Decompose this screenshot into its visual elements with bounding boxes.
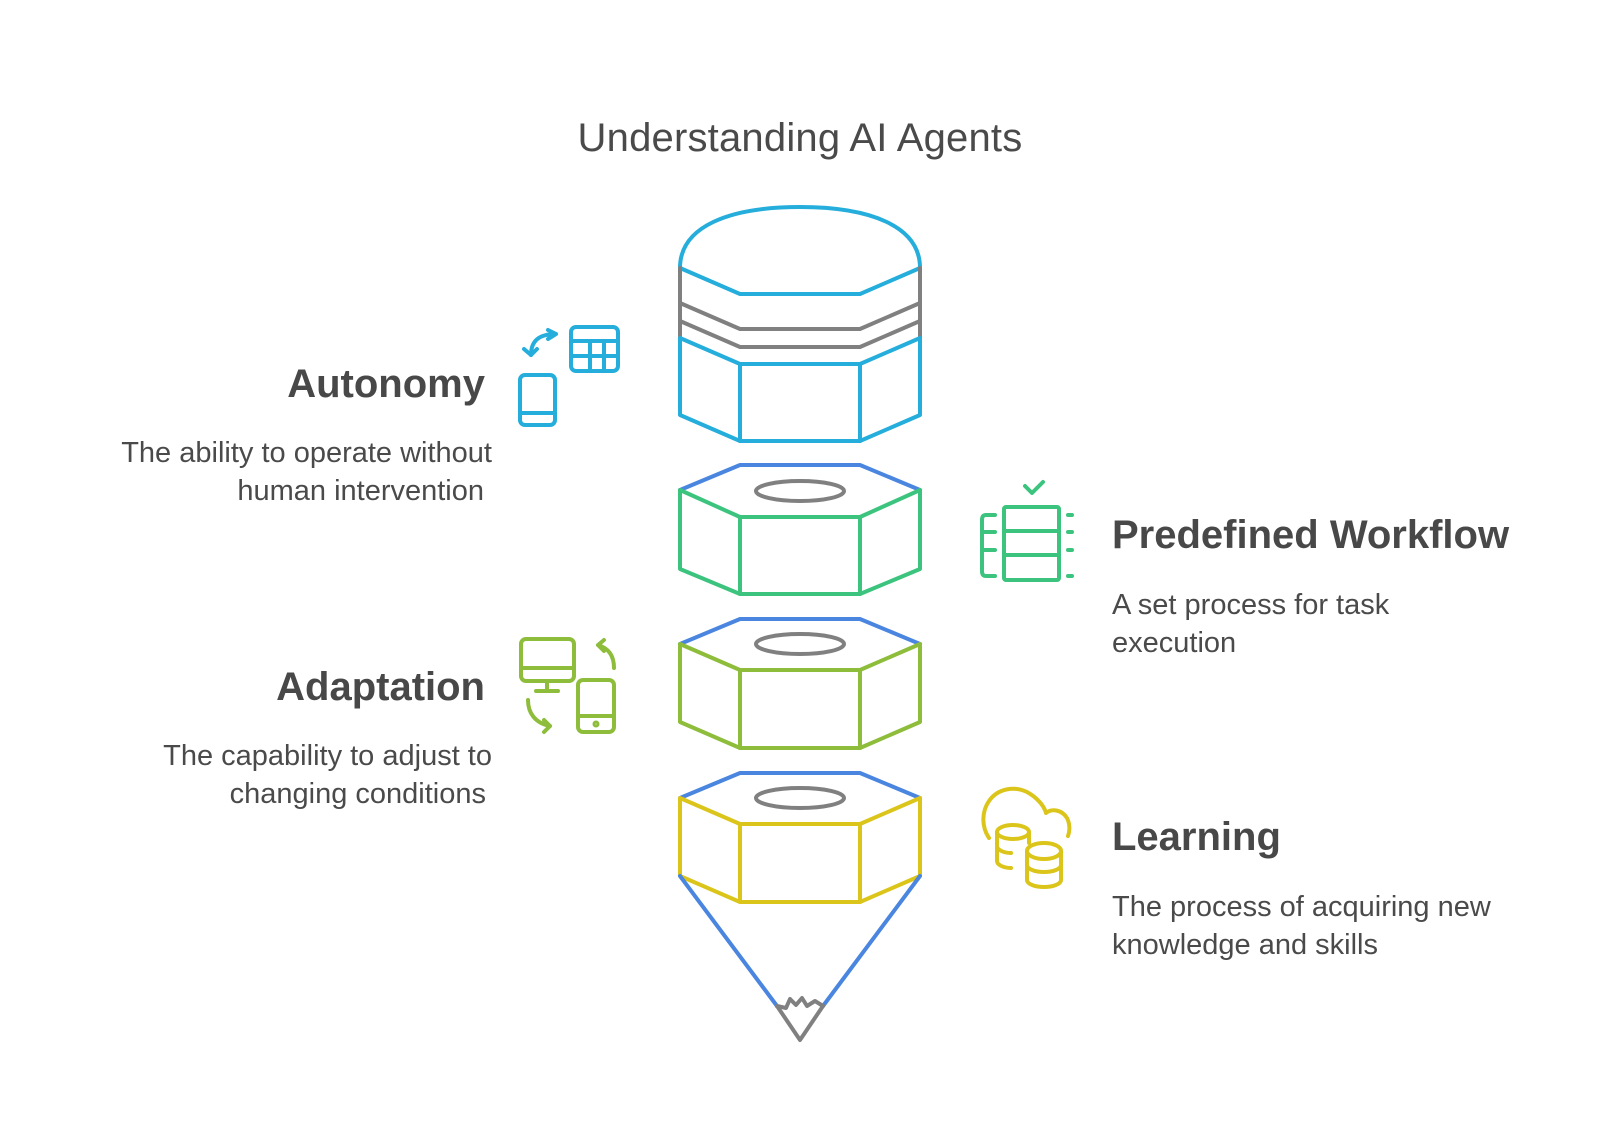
workflow-top-edge (678, 463, 922, 492)
workflow-description: A set process for task execution (1112, 586, 1389, 662)
autonomy-band-2 (678, 319, 922, 349)
workflow-hole (754, 479, 846, 503)
autonomy-description-line: The ability to operate without (121, 437, 492, 469)
workflow-description-line: execution (1112, 627, 1237, 659)
adaptation-heading: Adaptation (276, 665, 485, 709)
autonomy-dome-rim (678, 266, 922, 296)
device-sync-table-icon (518, 325, 620, 427)
learning-description-line: knowledge and skills (1112, 929, 1378, 961)
diagram-title: Understanding AI Agents (577, 116, 1023, 160)
autonomy-segment (678, 205, 922, 443)
cone-tip (678, 874, 922, 1042)
cone-crown (775, 996, 825, 1010)
adaptation-description-line: The capability to adjust to (163, 740, 492, 772)
autonomy-body (678, 336, 922, 443)
cone-left-edge (678, 874, 779, 1008)
autonomy-dome (678, 205, 922, 270)
learning-body (678, 796, 922, 904)
adaptation-description-line: changing conditions (229, 778, 486, 810)
workflow-description-line: A set process for task (1112, 589, 1390, 621)
cloud-database-icon (981, 786, 1072, 889)
autonomy-description: The ability to operate without human int… (40, 434, 492, 510)
autonomy-band-1 (678, 301, 922, 331)
learning-heading: Learning (1112, 815, 1281, 859)
learning-top-edge (678, 771, 922, 800)
adaptation-top-edge (678, 617, 922, 646)
cone-right-edge (821, 874, 922, 1008)
cone-point (775, 1004, 825, 1042)
learning-hole (754, 786, 846, 810)
adaptation-hole (754, 632, 846, 656)
adaptation-description: The capability to adjust to changing con… (40, 737, 492, 813)
autonomy-heading: Autonomy (287, 362, 485, 406)
checked-stack-workflow-icon (980, 480, 1074, 582)
workflow-segment (678, 463, 922, 596)
autonomy-description-line: human intervention (237, 475, 484, 507)
monitor-phone-sync-icon (519, 637, 616, 734)
adaptation-segment (678, 617, 922, 750)
adaptation-body (678, 642, 922, 750)
workflow-body (678, 488, 922, 596)
learning-description: The process of acquiring new knowledge a… (1112, 888, 1491, 964)
learning-segment (678, 771, 922, 904)
workflow-heading: Predefined Workflow (1112, 513, 1510, 557)
learning-description-line: The process of acquiring new (1112, 891, 1491, 923)
